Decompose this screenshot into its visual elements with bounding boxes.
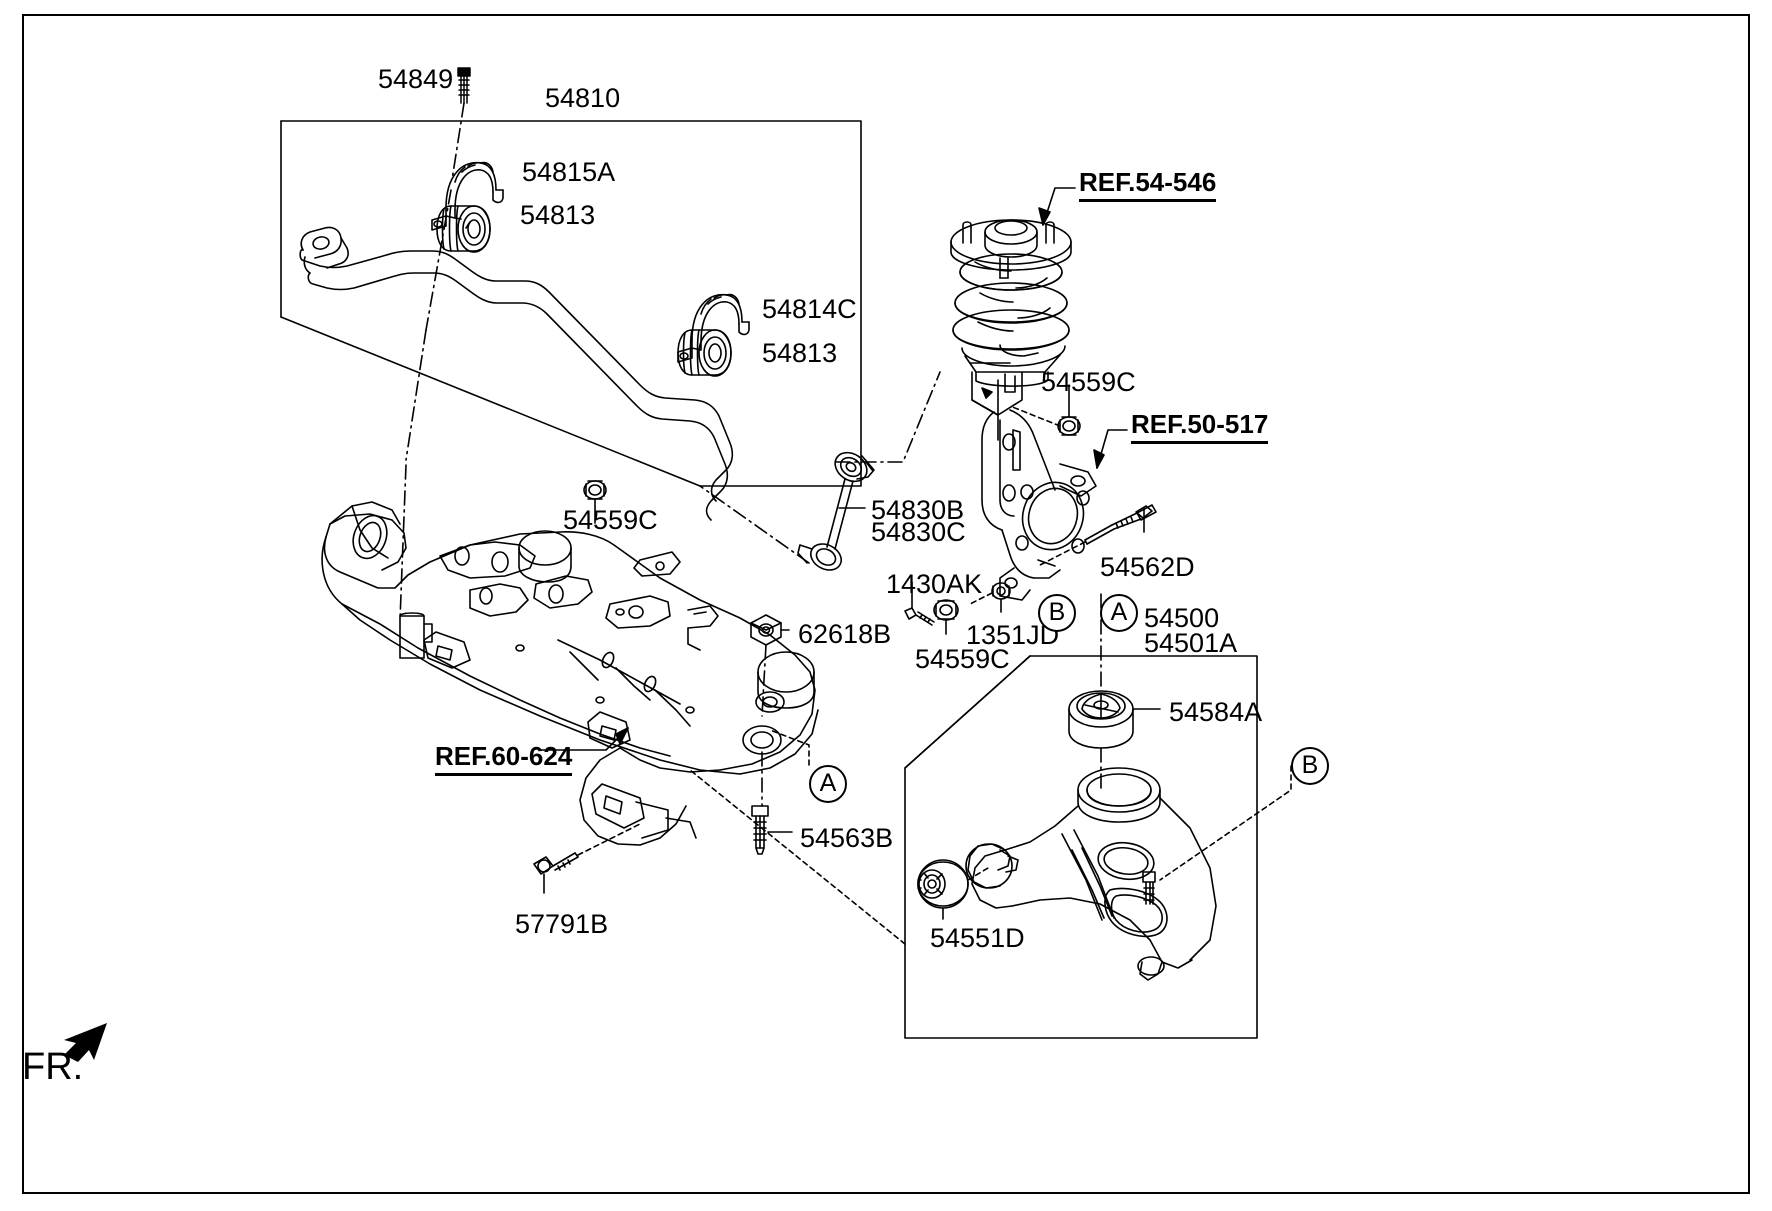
part-label-54563B: 54563B (800, 823, 894, 853)
orientation-label-fr: FR. (22, 1046, 84, 1088)
ref-label-50-517: REF.50-517 (1131, 409, 1269, 444)
flange-nut-54559C-center (933, 599, 959, 621)
callout-circle-b-knuckle: B (1038, 594, 1076, 632)
stabilizer-bracket-54814C (677, 293, 750, 363)
screw-1430AK (904, 607, 935, 626)
diagram-border (22, 14, 1750, 1194)
part-label-54500: 54500 (1144, 603, 1220, 633)
stabilizer-bushing-54813-left (436, 205, 491, 253)
stabilizer-link-54830 (797, 451, 875, 571)
part-label-62618B: 62618B (798, 619, 892, 649)
control-arm-inset-box (904, 655, 1258, 1039)
ref-label-60-624: REF.60-624 (435, 741, 573, 776)
part-label-54559C-knuckle: 54559C (1041, 367, 1136, 397)
part-label-54849: 54849 (378, 64, 454, 94)
stabilizer-bolt-54849 (457, 67, 471, 104)
part-label-54559C-center: 54559C (915, 644, 1010, 674)
control-arm-bushing-54551D (917, 859, 969, 909)
nut-62618B (750, 614, 782, 646)
part-label-54562D: 54562D (1100, 552, 1195, 582)
part-label-54501A: 54501A (1144, 628, 1238, 658)
lower-control-arm-54500 (965, 767, 1217, 981)
stabilizer-bar-54810 (299, 226, 734, 521)
part-label-54814C: 54814C (762, 294, 857, 324)
ball-joint-bolt (1142, 871, 1156, 905)
part-label-54810: 54810 (545, 83, 621, 113)
control-arm-bushing-54584A (1068, 690, 1134, 749)
callout-circle-a-arm: A (1100, 594, 1138, 632)
part-label-54815A: 54815A (522, 157, 616, 187)
part-label-54559C-stab: 54559C (563, 505, 658, 535)
steering-knuckle (971, 371, 1097, 601)
strut-assembly (950, 219, 1072, 387)
ref-label-54-546: REF.54-546 (1079, 167, 1217, 202)
part-label-57791B: 57791B (515, 909, 609, 939)
front-subframe (321, 501, 819, 846)
part-label-54813-left: 54813 (520, 200, 596, 230)
part-label-54830C: 54830C (871, 517, 966, 547)
flange-nut-54559C-knuckle (1057, 416, 1081, 436)
knuckle-bolt-54562D (1084, 504, 1157, 545)
callout-circle-a-subframe: A (809, 765, 847, 803)
part-label-54813-right: 54813 (762, 338, 838, 368)
callout-circle-b-balljoint: B (1291, 747, 1329, 785)
part-label-54584A: 54584A (1169, 697, 1263, 727)
stabilizer-bar-group-box (280, 120, 862, 487)
part-label-1430AK: 1430AK (886, 569, 983, 599)
stabilizer-bushing-54813-right (677, 329, 732, 377)
fr-arrow (64, 1023, 107, 1062)
subframe-bolt-54563B (751, 805, 769, 855)
flange-nut-54559C-left (583, 480, 607, 500)
subframe-bolt-57791B (533, 852, 579, 875)
part-label-54551D: 54551D (930, 923, 1025, 953)
part-label-54830B: 54830B (871, 495, 965, 525)
